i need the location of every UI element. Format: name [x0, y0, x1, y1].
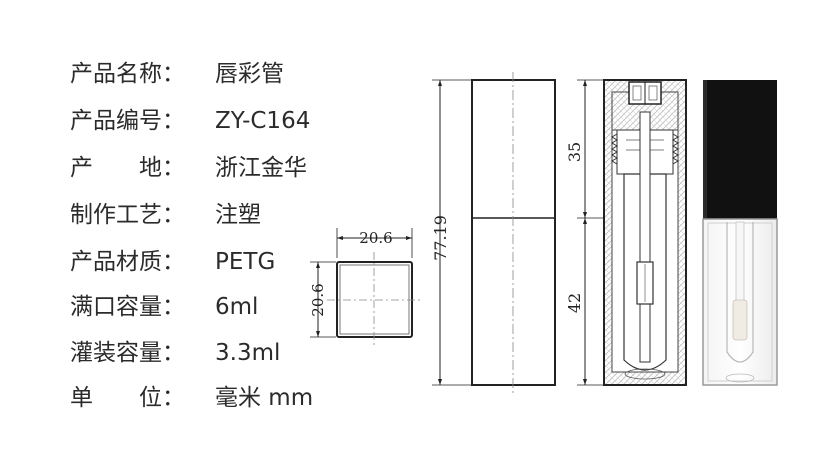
spec-label: 产 地：: [70, 155, 185, 181]
arrow-right-icon: [406, 236, 412, 240]
arrow-down-icon: [583, 212, 587, 218]
top-depth-label: 20.6: [309, 283, 327, 316]
top-view-inner: [339, 264, 410, 335]
spec-label: 灌装容量：: [70, 340, 185, 366]
arrow-down-icon: [316, 331, 320, 337]
spec-value: 毫米 mm: [215, 385, 314, 411]
spec-label: 产品编号：: [70, 108, 185, 134]
top-view: 20.6 20.6: [309, 228, 422, 347]
spec-value: 3.3ml: [215, 340, 281, 366]
arrow-up-icon: [316, 262, 320, 268]
front-body-outline: [471, 79, 556, 386]
black-cap: [703, 80, 777, 219]
spec-row-process: 制作工艺： 注塑: [70, 195, 261, 228]
thread-left: [611, 133, 618, 165]
arrow-up-icon: [438, 80, 442, 86]
top-width-label: 20.6: [359, 229, 392, 247]
spec-value: 6ml: [215, 294, 259, 320]
spec-value: 浙江金华: [215, 155, 307, 181]
spec-value: 注塑: [215, 202, 261, 228]
spec-row-unit: 单 位： 毫米 mm: [70, 378, 314, 411]
spec-row-code: 产品编号： ZY-C164: [70, 101, 311, 134]
arrow-down-icon: [583, 379, 587, 385]
top-view-outer: [336, 261, 413, 338]
spec-row-full-capacity: 满口容量： 6ml: [70, 287, 259, 320]
spec-value: PETG: [215, 249, 276, 275]
base-ring: [624, 368, 666, 380]
spec-label: 单 位：: [70, 385, 185, 411]
product-render: [702, 80, 778, 386]
arrow-left-icon: [337, 236, 343, 240]
spec-label: 制作工艺：: [70, 202, 185, 228]
cap-height-label: 35: [565, 142, 584, 162]
wand-stem: [639, 111, 651, 363]
spec-row-origin: 产 地： 浙江金华: [70, 148, 307, 181]
spec-row-material: 产品材质： PETG: [70, 242, 276, 275]
total-height-label: 77.19: [431, 215, 450, 261]
spec-value: ZY-C164: [215, 108, 311, 134]
front-view: 77.19: [431, 72, 556, 393]
spec-label: 产品名称：: [70, 61, 185, 87]
cap-highlight: [703, 80, 707, 219]
render-base-ring: [725, 373, 755, 383]
arrow-up-icon: [583, 80, 587, 86]
body-height-label: 42: [565, 293, 584, 313]
spec-value: 唇彩管: [215, 61, 284, 87]
knob-detail: [632, 85, 642, 101]
arrow-up-icon: [583, 218, 587, 224]
spec-label: 满口容量：: [70, 294, 185, 320]
spec-row-fill-capacity: 灌装容量： 3.3ml: [70, 333, 281, 366]
arrow-down-icon: [438, 379, 442, 385]
thread-right: [672, 133, 679, 165]
render-applicator: [732, 299, 748, 341]
render-vial: [726, 222, 754, 363]
knob-detail: [648, 85, 658, 101]
section-view: 35 42: [565, 79, 687, 386]
spec-row-name: 产品名称： 唇彩管: [70, 54, 284, 87]
spec-label: 产品材质：: [70, 249, 185, 275]
